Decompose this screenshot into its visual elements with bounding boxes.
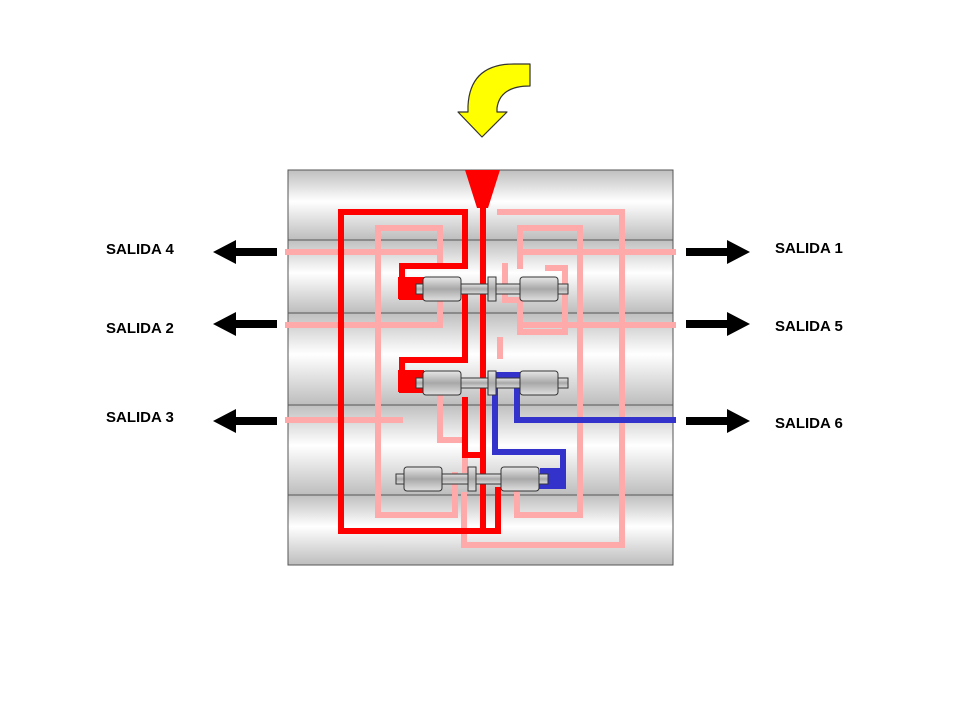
spool-2-land-left <box>422 370 462 396</box>
spool-2-land-center <box>487 370 497 396</box>
pressure-lower-branch <box>462 397 486 458</box>
spool-1-land-center <box>487 276 497 302</box>
arrow-left-icon <box>213 240 277 264</box>
pressure-outer-loop <box>338 209 501 534</box>
passage-right-mid <box>502 263 568 335</box>
label-salida-3: SALIDA 3 <box>106 409 174 426</box>
spool-1 <box>415 276 569 302</box>
spool-1-land-right <box>519 276 559 302</box>
label-salida-4: SALIDA 4 <box>106 241 174 258</box>
spool-3 <box>395 466 549 492</box>
arrow-right-icon <box>686 240 750 264</box>
spool-1-land-left <box>422 276 462 302</box>
spool-3-land-right <box>500 466 540 492</box>
pressure-inlet-funnel <box>465 170 500 208</box>
label-salida-2: SALIDA 2 <box>106 320 174 337</box>
passage-left-loop <box>375 225 458 518</box>
arrow-right-icon <box>686 409 750 433</box>
spool-3-land-left <box>403 466 443 492</box>
label-salida-5: SALIDA 5 <box>775 318 843 335</box>
arrow-right-icon <box>686 312 750 336</box>
label-salida-1: SALIDA 1 <box>775 240 843 257</box>
spool-2-land-right <box>519 370 559 396</box>
label-salida-6: SALIDA 6 <box>775 415 843 432</box>
output-arrows <box>213 240 750 433</box>
curved-down-arrow-icon <box>457 63 531 138</box>
spool-2 <box>415 370 569 396</box>
spool-3-land-center <box>467 466 477 492</box>
arrow-left-icon <box>213 312 277 336</box>
arrow-left-icon <box>213 409 277 433</box>
passage-right-loop <box>514 225 583 518</box>
